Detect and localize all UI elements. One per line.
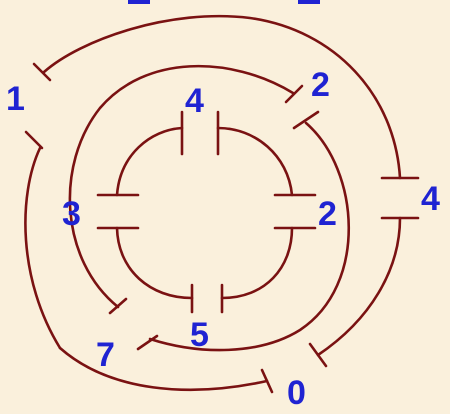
- outer-ring-arc-right: [316, 216, 402, 357]
- outer-ring-arc-left: [24, 146, 62, 350]
- middle-ring: [68, 64, 350, 352]
- inner-ring-arc-top-right: [216, 126, 294, 197]
- outer-label-4: 4: [421, 180, 440, 218]
- middle-capacitor-7-plate-a: [108, 297, 128, 315]
- inner-ring-arc-bottom-left: [115, 226, 194, 300]
- outer-capacitor-1-plate-b: [24, 130, 44, 150]
- inner-label-4: 4: [185, 82, 204, 120]
- top-clipped-mark-left: [128, 0, 150, 4]
- middle-label-7: 7: [96, 336, 115, 374]
- inner-label-3: 3: [62, 195, 81, 233]
- outer-ring: [24, 14, 420, 394]
- middle-capacitor-2-plate-a: [284, 84, 304, 104]
- outer-label-1: 1: [6, 80, 25, 118]
- outer-ring-arc-bottom: [58, 346, 269, 392]
- inner-label-5: 5: [190, 316, 209, 354]
- top-clipped-mark-right: [298, 0, 320, 4]
- outer-ring-arc-top: [42, 14, 402, 180]
- middle-label-2: 2: [311, 66, 330, 104]
- middle-ring-arc-left: [68, 64, 295, 309]
- inner-ring-arc-top-left: [115, 126, 184, 197]
- outer-capacitor-1-plate-a: [32, 62, 52, 82]
- middle-ring-arc-right: [148, 121, 350, 352]
- outer-label-0: 0: [287, 374, 306, 412]
- middle-capacitor-7-plate-b: [136, 334, 159, 351]
- inner-ring-arc-bottom-right: [220, 226, 294, 300]
- outer-capacitor-0-plate-a: [260, 368, 274, 394]
- middle-capacitor-2-plate-b: [292, 110, 320, 130]
- outer-capacitor-0-plate-b: [308, 342, 328, 368]
- inner-label-2: 2: [318, 195, 337, 233]
- inner-ring: [96, 110, 317, 314]
